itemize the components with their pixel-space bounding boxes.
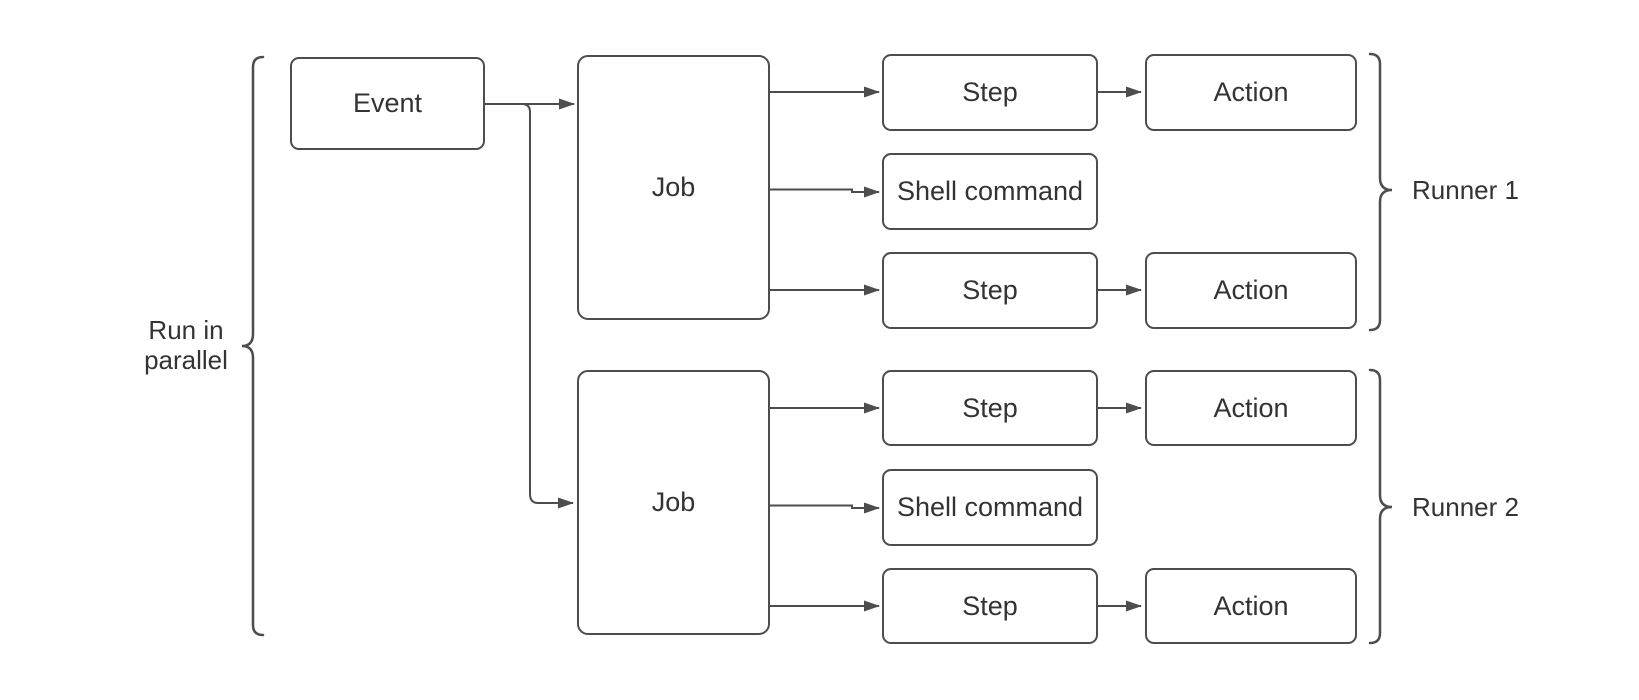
shell-command-node-1-label: Shell command [896,176,1084,206]
run-in-parallel-label-line1: Run in [148,315,224,345]
step-node-2: Step [882,252,1098,329]
event-node-label: Event [352,88,423,118]
event-node: Event [290,57,485,150]
shell-command-node-2-label: Shell command [896,492,1084,522]
job-node-1-label: Job [651,172,696,202]
job-node-1: Job [577,55,770,320]
action-node-3: Action [1145,370,1357,446]
step-node-1-label: Step [962,77,1018,107]
step-node-1: Step [882,54,1098,131]
shell-command-node-2: Shell command [882,469,1098,546]
connector-job2-to-shell2 [770,502,880,514]
action-node-2: Action [1145,252,1357,329]
runner1-brace [1368,52,1393,332]
runner1-label: Runner 1 [1412,175,1519,205]
step-node-4: Step [882,568,1098,644]
step-node-3: Step [882,370,1098,446]
connector-job1-to-shell1 [770,186,880,198]
run-in-parallel-brace [241,55,265,637]
action-node-3-label: Action [1213,392,1289,423]
action-node-1-label: Action [1213,77,1289,107]
step-node-3-label: Step [962,392,1018,423]
step-node-4-label: Step [962,590,1018,621]
shell-command-node-1: Shell command [882,153,1098,230]
run-in-parallel-label: Run in parallel [96,315,276,375]
action-node-2-label: Action [1213,275,1289,305]
action-node-4: Action [1145,568,1357,644]
step-node-2-label: Step [962,275,1018,305]
connector-event-to-job2 [521,103,574,509]
action-node-4-label: Action [1213,590,1289,621]
runner2-label: Runner 2 [1412,492,1519,522]
run-in-parallel-label-line2: parallel [144,345,228,375]
action-node-1: Action [1145,54,1357,131]
job-node-2-label: Job [651,487,696,517]
job-node-2: Job [577,370,770,635]
runner2-brace [1368,368,1393,645]
